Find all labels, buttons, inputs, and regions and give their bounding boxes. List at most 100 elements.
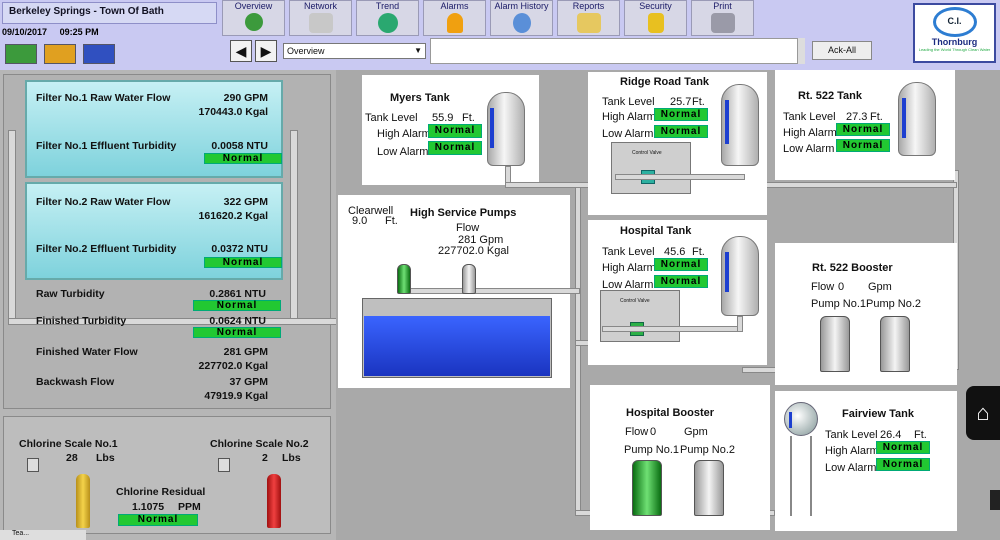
hsp-flow-total: 227702.0 Kgal [438, 245, 509, 257]
myers-level-unit: Ft. [462, 112, 475, 124]
alarms-button[interactable]: Alarms [423, 0, 486, 36]
word-button[interactable] [83, 44, 115, 64]
rt522-level-unit: Ft. [870, 111, 883, 123]
rt522-high-status: Normal [836, 123, 890, 136]
hospital-low-label: Low Alarm [602, 279, 654, 291]
hospital-booster-pump-2[interactable] [694, 460, 724, 516]
bell-icon [446, 13, 463, 33]
logo-brand: Thornburg [931, 37, 978, 47]
network-label: Network [303, 1, 337, 11]
home-icon[interactable]: ⌂ [966, 386, 1000, 440]
rt522-booster-flow-unit: Gpm [868, 281, 892, 293]
date-time: 09/10/2017 09:25 PM [2, 27, 99, 37]
myers-low-label: Low Alarm [377, 146, 429, 158]
chlorine-scale2-label: Chlorine Scale No.2 [210, 438, 309, 450]
ridge-pipe [615, 174, 745, 180]
myers-low-status: Normal [428, 141, 482, 155]
filter2-raw-total: 161620.2 Kgal [198, 210, 268, 222]
filter-pipe [8, 130, 16, 320]
fairview-high-label: High Alarm [825, 445, 879, 457]
filter1-turbidity-label: Filter No.1 Effluent Turbidity [36, 140, 177, 152]
backwash-flow-total: 47919.9 Kgal [204, 390, 268, 402]
side-scroll-tab[interactable] [990, 490, 1000, 510]
hospital-level-unit: Ft. [692, 246, 705, 258]
ridge-high-status: Normal [654, 108, 708, 121]
export-button[interactable] [44, 44, 76, 64]
raw-turbidity-label: Raw Turbidity [36, 288, 105, 300]
high-service-pump-1[interactable] [397, 264, 411, 294]
myers-high-status: Normal [428, 124, 482, 138]
screen-select[interactable]: Overview ▼ [283, 43, 426, 59]
taskbar-item[interactable]: Tea... [0, 530, 86, 540]
printer-icon [710, 13, 735, 33]
chlorine-scale1-value: 28 [66, 452, 78, 464]
back-button[interactable]: ◀ [230, 40, 252, 62]
alarms-label: Alarms [440, 1, 469, 11]
rt522-level-gauge [902, 98, 906, 138]
rt522-tank-title: Rt. 522 Tank [798, 90, 862, 102]
chlorine-scale1-label: Chlorine Scale No.1 [19, 438, 118, 450]
distribution-pipe [742, 182, 957, 188]
company-logo: C.I. Thornburg Leading the World Through… [913, 3, 996, 63]
ridge-level-gauge [725, 100, 729, 144]
fairview-tower-graphic [784, 402, 818, 436]
high-service-pumps-title: High Service Pumps [410, 207, 517, 219]
filter1-raw-label: Filter No.1 Raw Water Flow [36, 92, 171, 104]
ridge-high-label: High Alarm [602, 111, 656, 123]
hospital-pipe [737, 316, 743, 332]
hospital-booster-card[interactable] [590, 385, 770, 530]
hospital-valve-label: Control Valve [620, 298, 650, 304]
high-service-pump-2[interactable] [462, 264, 476, 294]
security-button[interactable]: Security [624, 0, 687, 36]
print-button[interactable]: Print [691, 0, 754, 36]
chlorine-residual-label: Chlorine Residual [116, 486, 206, 498]
finished-turbidity-status: Normal [193, 327, 281, 338]
trend-icon [377, 13, 398, 33]
network-button[interactable]: Network [289, 0, 352, 36]
myers-level-gauge [490, 108, 494, 148]
alarm-history-button[interactable]: Alarm History [490, 0, 553, 36]
raw-turbidity-value: 0.2861 NTU [209, 288, 266, 300]
chlorine-cylinder-1 [76, 474, 90, 528]
finished-flow-total: 227702.0 Kgal [198, 360, 268, 372]
filter1-turbidity-value: 0.0058 NTU [211, 140, 268, 152]
forward-button[interactable]: ▶ [255, 40, 277, 62]
reports-button[interactable]: Reports [557, 0, 620, 36]
finished-flow-rate: 281 GPM [223, 346, 268, 358]
alarm-scrollbar[interactable] [797, 38, 805, 64]
hospital-booster-pump-1[interactable] [632, 460, 662, 516]
alarm-history-label: Alarm History [494, 1, 549, 11]
clearwell-value: 9.0 [352, 215, 368, 227]
globe-icon [244, 13, 263, 31]
chlorine-residual-value: 1.1075 [132, 501, 165, 513]
filter1-raw-total: 170443.0 Kgal [198, 106, 268, 118]
chlorine-scale1-unit: Lbs [96, 452, 115, 464]
rt522-low-label: Low Alarm [783, 143, 835, 155]
hospital-pipe [602, 326, 742, 332]
chlorine-cylinder-2 [267, 474, 281, 528]
current-time: 09:25 PM [59, 27, 99, 37]
chevron-down-icon: ▼ [414, 46, 422, 55]
overview-button[interactable]: Overview [222, 0, 285, 36]
ack-all-button[interactable]: Ack-All [812, 41, 872, 60]
fairview-level-unit: Ft. [914, 429, 927, 441]
fairview-level-label: Tank Level [825, 429, 878, 441]
trend-button[interactable]: Trend [356, 0, 419, 36]
hospital-booster-flow-unit: Gpm [684, 426, 708, 438]
rt522-booster-pump-1[interactable] [820, 316, 850, 372]
chlorine-scale2-value: 2 [262, 452, 268, 464]
hsp-flow-label: Flow [456, 222, 480, 234]
excel-button[interactable] [5, 44, 37, 64]
chlorine-residual-unit: PPM [178, 501, 201, 513]
backwash-flow-label: Backwash Flow [36, 376, 115, 388]
hsp-discharge-pipe [402, 288, 580, 294]
ridge-level-label: Tank Level [602, 96, 655, 108]
rt522-high-label: High Alarm [783, 127, 837, 139]
hospital-high-status: Normal [654, 258, 708, 271]
rt522-booster-pump-2[interactable] [880, 316, 910, 372]
clearwell-unit: Ft. [385, 215, 398, 227]
rt522-low-status: Normal [836, 139, 890, 152]
hospital-tank-graphic [721, 236, 759, 316]
rt522-booster-card[interactable] [775, 243, 957, 385]
ridge-level-value: 25.7 [670, 96, 692, 108]
